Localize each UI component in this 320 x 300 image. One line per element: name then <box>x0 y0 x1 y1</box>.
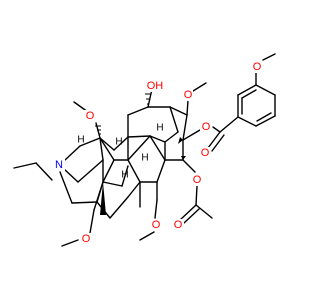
ring-bond-w <box>169 106 179 133</box>
benzene-bond-4 <box>255 84 276 96</box>
benzene-double-2 <box>241 89 257 99</box>
ring-bond-h <box>77 159 104 183</box>
acetate-o-bond <box>182 159 196 173</box>
amine-n-label: N <box>55 159 63 171</box>
benzoate-carbonyl-o-label: O <box>201 147 210 159</box>
acetate-ester-o-label: O <box>193 174 202 186</box>
benzoate-aryl-bond <box>219 116 239 133</box>
acetate-o-c <box>195 185 198 206</box>
n-ring-bond-lower <box>63 168 79 183</box>
atom-labels: OH O O O O O O O O O N H H H H H <box>53 61 263 245</box>
ring-bond-l <box>102 159 115 183</box>
h-label-2: H <box>115 137 122 148</box>
methoxymethyl-o-label: O <box>82 233 91 245</box>
core-bonds <box>13 106 188 219</box>
ring-bond-i <box>71 201 98 204</box>
para-methoxy-o-label: O <box>253 61 262 73</box>
para-methoxy-methyl <box>262 53 276 61</box>
wedge-acetate <box>181 156 186 160</box>
ring-bond-aj <box>149 135 166 161</box>
h-label-5: H <box>141 153 148 164</box>
ring-bond-ai <box>127 135 151 161</box>
ring-bond-z <box>149 135 166 143</box>
ring-bond-x <box>182 114 188 141</box>
ch2-o-bond <box>89 209 95 234</box>
benzoate-o-c <box>212 126 221 133</box>
ring-bond-p <box>127 181 141 198</box>
acetate-carbonyl-o-label: O <box>174 219 183 231</box>
methoxymethyl-methyl <box>61 239 79 247</box>
benzene-double-1 <box>256 112 272 122</box>
h-label-3: H <box>121 170 128 181</box>
stereo-bonds <box>95 93 186 215</box>
methoxy-mid-methyl <box>139 231 155 241</box>
benzoate-carbonyl-1 <box>207 131 221 149</box>
ring-bond-d <box>99 137 115 151</box>
h-label-1: H <box>77 135 84 146</box>
benzene-bond-2 <box>255 115 276 127</box>
n-ring-bond-bottom <box>59 171 73 204</box>
ring-bond-e <box>113 136 129 151</box>
benzoate-o-bond <box>182 129 201 141</box>
methoxy-top-bond <box>186 99 189 116</box>
acetate-methyl <box>195 204 213 219</box>
ring-bond-o <box>121 165 129 187</box>
ring-bond-m <box>127 159 141 183</box>
molecule-structure: OH O O O O O O O O O N H H H H H <box>13 53 276 247</box>
ch2-bond <box>93 181 104 211</box>
ring-bond-aa <box>127 135 151 138</box>
ring-bond-v <box>169 106 188 116</box>
n-ring-bond-top <box>64 145 81 161</box>
ring-bond-ae <box>156 159 166 183</box>
ring-bond-c <box>99 137 115 161</box>
benzoate-carbonyl-2 <box>211 134 225 152</box>
ring-bond-b <box>99 137 104 161</box>
methoxy-mid-o-label: O <box>152 219 161 231</box>
methoxy-left-o-label: O <box>86 110 95 122</box>
wedge-ch2 <box>100 182 106 215</box>
ring-bond-t <box>127 106 149 116</box>
ethyl-bond-2 <box>13 162 37 169</box>
acetate-carbonyl-1 <box>179 204 197 221</box>
methoxy-top-o-label: O <box>184 89 193 101</box>
ring-bond-y <box>164 131 179 143</box>
ring-bond-r <box>109 196 129 219</box>
methoxy-mid-bond <box>154 199 158 219</box>
ethyl-bond-1 <box>35 162 53 181</box>
wedge-benzoate <box>178 137 183 144</box>
ring-bond-a <box>79 137 101 147</box>
substituent-bonds <box>61 53 276 247</box>
benzoate-ester-o-label: O <box>202 121 211 133</box>
molecule-canvas: OH O O O O O O O O O N H H H H H <box>13 53 276 247</box>
ring-bond-n <box>102 181 123 187</box>
methoxy-top-methyl <box>192 82 207 92</box>
benzene-bond-5 <box>237 84 257 96</box>
acetate-carbonyl-2 <box>183 208 200 224</box>
benzene-bond-1 <box>237 116 257 127</box>
hydroxyl-label: OH <box>147 80 164 92</box>
h-label-4: H <box>156 123 163 134</box>
